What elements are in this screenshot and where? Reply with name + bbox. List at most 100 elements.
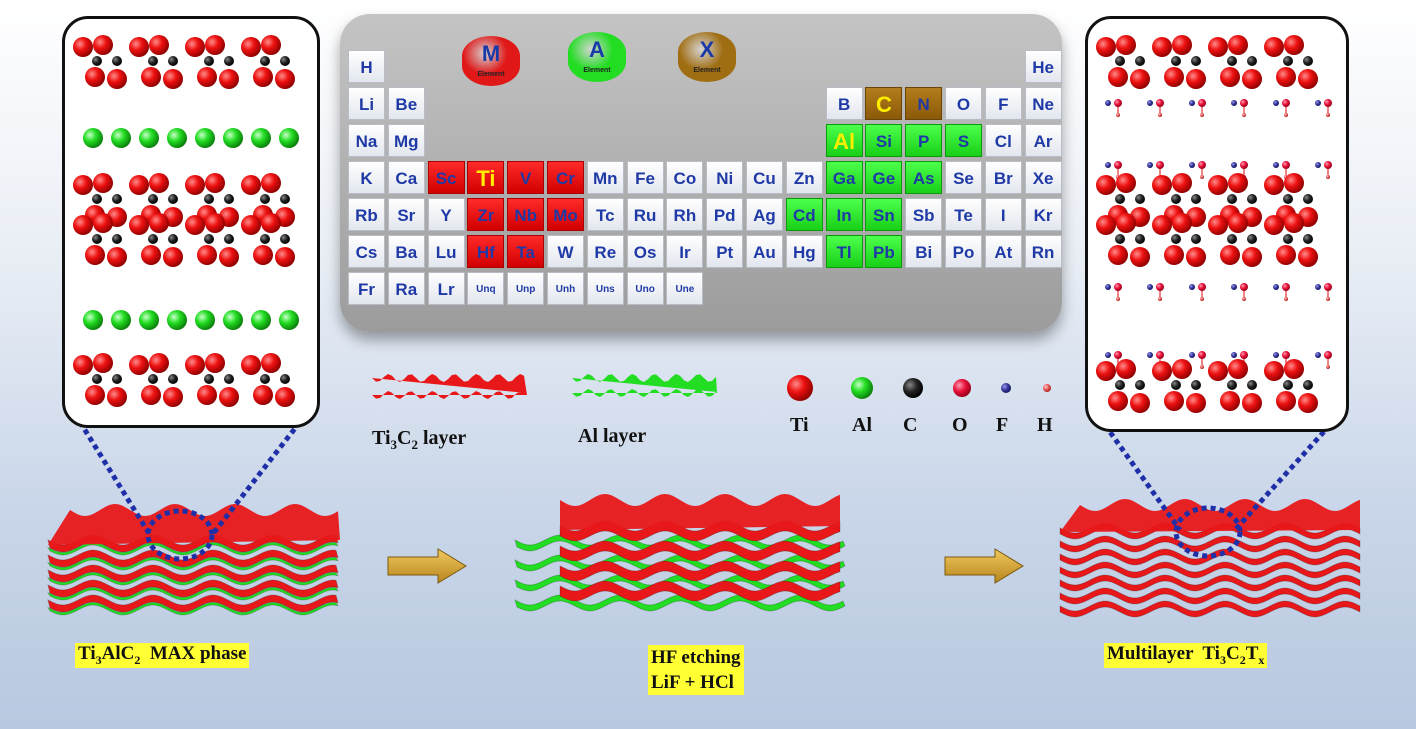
element-cell-n: N	[905, 87, 943, 120]
left-ti-layer-1-ti	[107, 69, 127, 89]
element-cell-co: Co	[666, 161, 704, 194]
element-cell-au: Au	[746, 235, 783, 268]
right-ti-layer-1-ti	[1284, 35, 1304, 55]
left-ti-layer-4-ti	[275, 387, 295, 407]
left-ti-layer-1-ti	[73, 37, 93, 57]
right-termination-2-h	[1200, 175, 1204, 179]
left-ti-layer-3-ti	[197, 245, 217, 265]
left-ti-layer-1-ti	[197, 67, 217, 87]
legend-atom-label-h: H	[1037, 414, 1053, 436]
right-termination-1-h	[1116, 113, 1120, 117]
element-cell-tc: Tc	[586, 198, 624, 231]
right-ti-layer-1-ti	[1116, 35, 1136, 55]
left-al-atom	[139, 310, 159, 330]
left-ti-layer-2-c	[148, 194, 158, 204]
left-ti-layer-3-ti	[241, 215, 261, 235]
right-termination-1-h	[1158, 113, 1162, 117]
left-ti-layer-4-ti	[85, 385, 105, 405]
arrow-to-mxene	[944, 548, 1024, 584]
left-ti-layer-3-c	[224, 234, 234, 244]
element-cell-ir: Ir	[666, 235, 704, 268]
left-al-atom	[167, 128, 187, 148]
legend-atom-al-icon	[851, 377, 873, 399]
right-ti-layer-3-ti	[1276, 245, 1296, 265]
right-termination-2-f	[1189, 162, 1195, 168]
right-termination-3-o	[1114, 283, 1122, 291]
right-termination-3-h	[1284, 297, 1288, 301]
left-ti-layer-3-c	[92, 234, 102, 244]
right-termination-1-h	[1200, 113, 1204, 117]
right-ti-layer-3-ti	[1220, 245, 1240, 265]
right-ti-layer-4-ti	[1130, 393, 1150, 413]
right-termination-1-f	[1231, 100, 1237, 106]
left-ti-layer-1-c	[148, 56, 158, 66]
left-ti-layer-4-ti	[197, 385, 217, 405]
right-termination-2-o	[1156, 161, 1164, 169]
right-termination-2-f	[1315, 162, 1321, 168]
right-ti-layer-4-c	[1227, 380, 1237, 390]
right-ti-layer-1-ti	[1228, 35, 1248, 55]
left-al-atom	[195, 310, 215, 330]
right-ti-layer-1-c	[1191, 56, 1201, 66]
zoom-circle-left	[145, 508, 215, 562]
left-ti-layer-4-ti	[163, 387, 183, 407]
right-ti-layer-3-c	[1283, 234, 1293, 244]
left-ti-layer-3-ti	[149, 213, 169, 233]
legend-al-sheet	[572, 374, 717, 397]
left-ti-layer-3-c	[280, 234, 290, 244]
element-cell-o: O	[945, 87, 982, 120]
right-ti-layer-1-ti	[1108, 67, 1128, 87]
right-ti-layer-4-ti	[1242, 393, 1262, 413]
right-ti-layer-3-c	[1247, 234, 1257, 244]
legend-atom-h-icon	[1043, 384, 1051, 392]
etching-label: HF etching LiF + HCl	[648, 645, 744, 695]
right-ti-layer-1-ti	[1264, 37, 1284, 57]
right-termination-1-h	[1242, 113, 1246, 117]
right-ti-layer-4-c	[1283, 380, 1293, 390]
left-ti-layer-3-ti	[275, 247, 295, 267]
left-al-atom	[251, 310, 271, 330]
right-termination-3-f	[1105, 284, 1111, 290]
right-termination-4-o	[1198, 351, 1206, 359]
right-termination-1-h	[1326, 113, 1330, 117]
left-ti-layer-2-ti	[205, 173, 225, 193]
element-cell-nb: Nb	[507, 198, 545, 231]
element-cell-xe: Xe	[1024, 161, 1062, 194]
right-ti-layer-1-ti	[1172, 35, 1192, 55]
x-symbol: X	[699, 37, 715, 62]
right-ti-layer-3-c	[1191, 234, 1201, 244]
element-cell-kr: Kr	[1024, 198, 1062, 231]
legend-atom-label-f: F	[996, 414, 1009, 436]
right-ti-layer-3-ti	[1264, 215, 1284, 235]
element-cell-si: Si	[865, 124, 903, 157]
right-termination-3-f	[1189, 284, 1195, 290]
left-ti-layer-3-ti	[129, 215, 149, 235]
right-termination-4-o	[1114, 351, 1122, 359]
element-cell-te: Te	[945, 198, 982, 231]
legend-atom-ti-icon	[787, 375, 813, 401]
left-al-atom	[111, 128, 131, 148]
left-ti-layer-2-ti	[261, 173, 281, 193]
left-al-atom	[111, 310, 131, 330]
element-cell-ru: Ru	[626, 198, 664, 231]
element-cell-lu: Lu	[427, 235, 465, 268]
element-cell-hg: Hg	[785, 235, 823, 268]
right-termination-3-o	[1198, 283, 1206, 291]
left-ti-layer-4-c	[224, 374, 234, 384]
element-cell-ni: Ni	[706, 161, 744, 194]
left-ti-layer-2-c	[92, 194, 102, 204]
right-termination-4-o	[1156, 351, 1164, 359]
right-ti-layer-3-c	[1135, 234, 1145, 244]
left-ti-layer-4-ti	[129, 355, 149, 375]
left-ti-layer-3-c	[260, 234, 270, 244]
zoom-lines-left	[77, 420, 302, 537]
element-cell-p: P	[905, 124, 943, 157]
right-ti-layer-3-ti	[1096, 215, 1116, 235]
right-ti-layer-4-ti	[1228, 359, 1248, 379]
element-cell-at: At	[984, 235, 1022, 268]
right-termination-3-h	[1158, 297, 1162, 301]
right-termination-2-h	[1326, 175, 1330, 179]
mxene-sheet-4	[1059, 574, 1361, 592]
